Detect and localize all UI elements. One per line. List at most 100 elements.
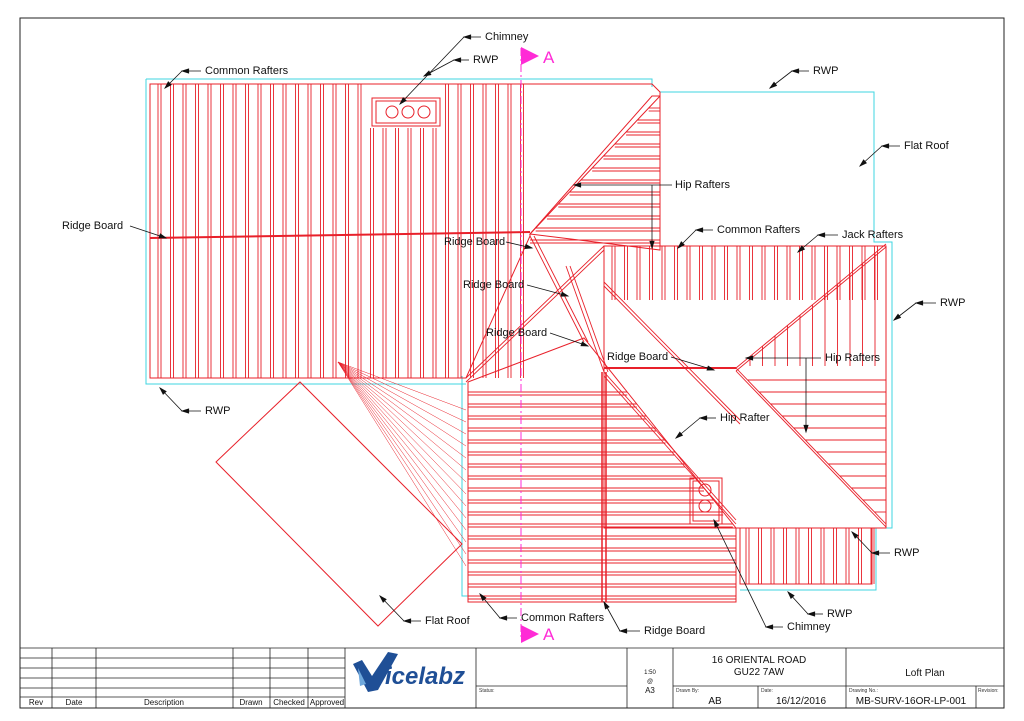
- annotation-labels: Chimney RWP Common Rafters RWP Flat Roof…: [62, 31, 965, 637]
- leader-rwp-lower-right-h: [870, 550, 890, 556]
- hip-rafter: [465, 245, 605, 379]
- ridge-board-main: [149, 231, 531, 239]
- flat-roof-hatch: [337, 361, 467, 519]
- leader-flat-roof-right: [858, 145, 883, 167]
- label-rwp-right: RWP: [940, 297, 965, 309]
- label-hip-rafters-upper: Hip Rafters: [675, 179, 731, 191]
- leader-hip-rafters-right: [744, 355, 821, 361]
- label-hip-rafter: Hip Rafter: [720, 412, 770, 424]
- label-ridge-board-2: Ridge Board: [463, 279, 524, 291]
- label-ridge-board-left: Ridge Board: [62, 220, 123, 232]
- label-chimney-bottom: Chimney: [787, 621, 831, 633]
- hip-rafter: [603, 375, 737, 525]
- hip-rafter: [735, 243, 887, 369]
- leader-rwp-left-h: [180, 408, 201, 414]
- leader-jack-rafters: [796, 234, 819, 253]
- scale-at: @: [647, 679, 653, 685]
- leader-chimney-bottom: [713, 518, 767, 628]
- paper-size: A3: [645, 686, 655, 695]
- sheet-border: [19, 17, 1005, 709]
- label-common-rafters-tl: Common Rafters: [205, 65, 289, 77]
- leader-ridge-board-left: [129, 225, 168, 239]
- col-drawn: Drawn: [239, 698, 262, 707]
- drawing-title: Loft Plan: [905, 668, 944, 679]
- label-common-rafters-bottom: Common Rafters: [521, 612, 605, 624]
- leader-rwp-lower-right: [851, 531, 873, 554]
- hip-rafter: [603, 281, 741, 421]
- drawn-by: AB: [708, 696, 722, 707]
- leader-chimney-top: [399, 36, 465, 105]
- section-marker-bottom: A: [543, 625, 555, 644]
- drawn-by-label: Drawn By:: [676, 688, 699, 694]
- hip-section-upper: [528, 94, 661, 251]
- leader-rwp-tr: [768, 70, 793, 89]
- leader-ridge-board-2: [526, 284, 570, 297]
- ridge-board-diagonal: [569, 265, 609, 373]
- leader-hip-rafter: [674, 417, 701, 439]
- leader-jack-rafters-h: [816, 232, 838, 238]
- leader-common-rafters-bottom: [479, 592, 501, 619]
- drawing-no: MB-SURV-16OR-LP-001: [856, 696, 967, 707]
- leader-chimney-top-h: [462, 34, 481, 40]
- col-date: Date: [66, 698, 83, 707]
- scale: 1:50: [644, 670, 656, 676]
- drawing-no-label: Drawing No.:: [849, 688, 878, 694]
- status-label: Status:: [479, 688, 495, 694]
- leader-flat-roof-bottom-h: [402, 618, 421, 624]
- leader-ridge-board-bottom: [603, 600, 621, 632]
- label-flat-roof-bottom: Flat Roof: [425, 615, 471, 627]
- logo-text: icelabz: [385, 663, 465, 690]
- leader-ridge-board-3: [549, 332, 590, 347]
- chimney-bottom: [689, 477, 723, 525]
- leader-hip-rafters-upper-down: [649, 185, 655, 250]
- label-ridge-board-bottom: Ridge Board: [644, 625, 705, 637]
- flat-roof-hatch: [337, 361, 467, 543]
- leader-rwp-bottom-right: [787, 590, 809, 615]
- flat-roof-hatch: [337, 361, 467, 423]
- flat-roof-hatch: [337, 361, 467, 567]
- address-line-1: 16 ORIENTAL ROAD: [712, 655, 806, 666]
- flat-roof-hatch: [337, 361, 467, 483]
- hip-rafter: [465, 249, 605, 383]
- label-ridge-board-right: Ridge Board: [607, 351, 668, 363]
- leader-rwp-left: [159, 387, 183, 412]
- col-description: Description: [144, 698, 184, 707]
- leader-rwp-bottom-right-h: [806, 611, 823, 617]
- col-approved: Approved: [310, 698, 344, 707]
- leader-common-rafters-tl-h: [180, 68, 201, 74]
- address-line-2: GU22 7AW: [734, 667, 785, 678]
- col-rev: Rev: [29, 698, 43, 707]
- label-rwp-top: RWP: [473, 54, 498, 66]
- flat-roof-hatch: [337, 361, 467, 555]
- label-common-rafters-mid: Common Rafters: [717, 224, 801, 236]
- leader-hip-rafters-upper: [572, 182, 672, 188]
- hip-rafter: [603, 285, 741, 425]
- label-flat-roof-right: Flat Roof: [904, 140, 950, 152]
- flat-roof-hatch: [337, 361, 467, 495]
- title-block: [20, 647, 1004, 708]
- label-hip-rafters-right: Hip Rafters: [825, 352, 881, 364]
- leader-common-rafters-tl: [164, 70, 183, 89]
- leader-common-rafters-mid-h: [694, 227, 713, 233]
- flat-roof-hatch: [337, 361, 467, 411]
- leader-rwp-tr-h: [790, 68, 809, 74]
- roof-framing: [149, 83, 887, 603]
- lean-to-outline: [739, 527, 873, 585]
- leader-common-rafters-mid: [677, 229, 697, 249]
- icelabz-logo: icelabz: [353, 652, 465, 692]
- flat-roof-hatch: [337, 361, 467, 435]
- title-block-text: Rev Date Description Drawn Checked Appro…: [29, 652, 999, 707]
- leader-ridge-board-right: [670, 356, 716, 371]
- label-rwp-tr: RWP: [813, 65, 838, 77]
- label-rwp-bottom-right: RWP: [827, 608, 852, 620]
- flat-roof-hatch: [337, 361, 467, 459]
- section-marker-top: A: [543, 48, 555, 67]
- ridge-board-diagonal: [533, 235, 589, 343]
- date-label: Date:: [761, 688, 773, 694]
- leader-rwp-top-h: [452, 57, 469, 63]
- leader-chimney-bottom-h: [764, 624, 783, 630]
- label-ridge-board-3: Ridge Board: [486, 327, 547, 339]
- section-line: A A: [520, 47, 555, 644]
- flat-roof-bottom-left: [215, 381, 463, 627]
- leader-common-rafters-bottom-h: [498, 615, 517, 621]
